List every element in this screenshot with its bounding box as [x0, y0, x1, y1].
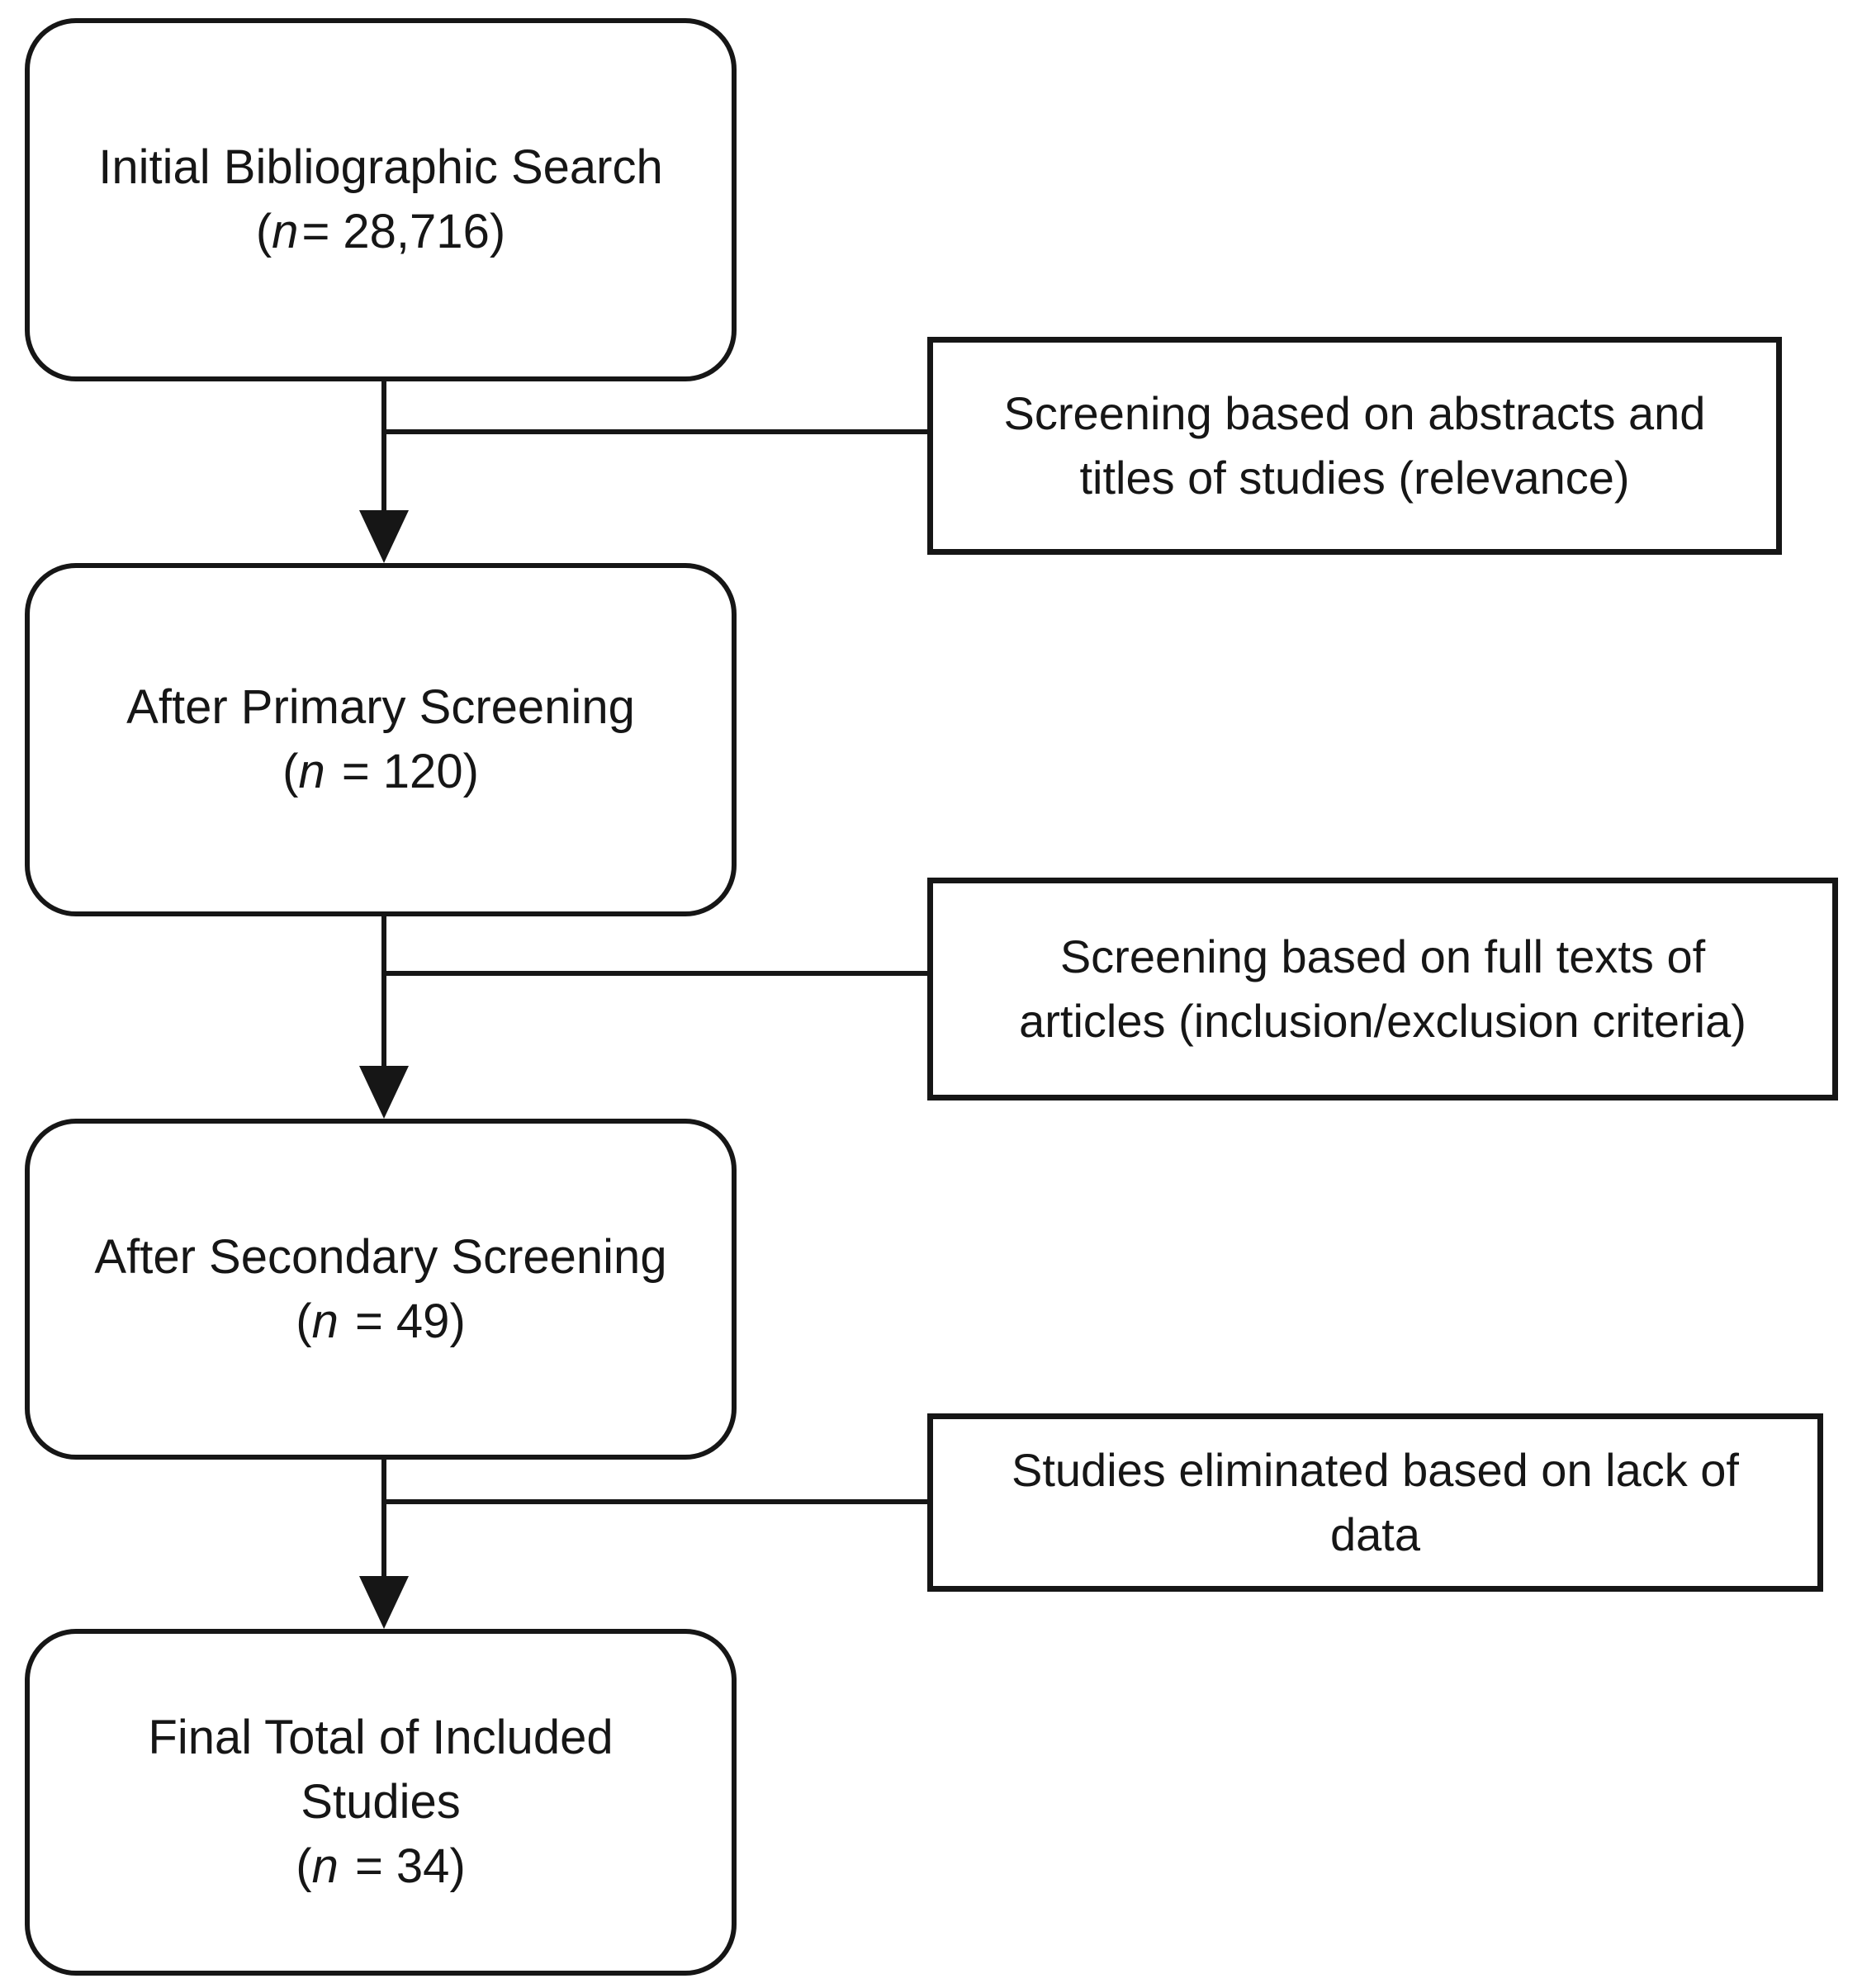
side-box-label-line: titles of studies (relevance) — [1079, 452, 1630, 504]
count-open: ( — [255, 205, 272, 258]
count-rest: = 120) — [328, 745, 479, 798]
side-box-label-line: Screening based on full texts of — [1059, 930, 1706, 982]
count-open: ( — [296, 1294, 312, 1348]
side-box-label-line: articles (inclusion/exclusion criteria) — [1019, 995, 1746, 1047]
connector-line-1 — [381, 380, 386, 514]
count-rest: = 34) — [341, 1839, 466, 1893]
side-box-lack-of-data-elimination: Studies eliminated based on lack of data — [927, 1413, 1823, 1592]
box-label-line: Initial Bibliographic Search — [98, 140, 663, 195]
side-box-abstract-title-screening: Screening based on abstracts and titles … — [927, 337, 1782, 555]
arrowhead-down-icon — [359, 1066, 409, 1119]
flow-box-final-included-studies: Final Total of Included Studies (n = 34) — [25, 1629, 737, 1976]
count-n-symbol: n — [311, 1839, 339, 1893]
count-n-symbol: n — [311, 1294, 339, 1348]
side-box-label-line: Studies eliminated based on lack of — [1012, 1443, 1739, 1496]
flow-box-after-secondary-screening: After Secondary Screening (n = 49) — [25, 1119, 737, 1460]
side-box-label-line: Screening based on abstracts and — [1003, 386, 1706, 439]
branch-line-3 — [384, 1499, 931, 1504]
box-count: (n = 34) — [296, 1834, 466, 1899]
branch-line-2 — [384, 971, 931, 976]
branch-line-1 — [384, 429, 931, 434]
count-n-symbol: n — [298, 745, 325, 798]
arrowhead-down-icon — [359, 510, 409, 563]
count-open: ( — [296, 1839, 312, 1893]
flow-box-initial-bibliographic-search: Initial Bibliographic Search (n= 28,716) — [25, 18, 737, 381]
count-rest: = 28,716) — [301, 205, 506, 258]
count-rest: = 49) — [341, 1294, 466, 1348]
box-count: (n = 49) — [296, 1290, 466, 1354]
box-label-line: Studies — [301, 1775, 461, 1829]
flow-box-after-primary-screening: After Primary Screening (n = 120) — [25, 563, 737, 916]
arrowhead-down-icon — [359, 1576, 409, 1629]
box-count: (n= 28,716) — [256, 200, 505, 264]
box-label-line: Final Total of Included — [148, 1711, 614, 1765]
count-open: ( — [282, 745, 299, 798]
side-box-full-text-screening: Screening based on full texts of article… — [927, 878, 1838, 1100]
connector-line-3 — [381, 1458, 386, 1578]
side-box-label-line: data — [1330, 1508, 1420, 1560]
box-label-line: After Secondary Screening — [94, 1229, 667, 1284]
connector-line-2 — [381, 915, 386, 1067]
box-label-line: After Primary Screening — [126, 680, 635, 735]
box-count: (n = 120) — [282, 740, 479, 804]
count-n-symbol: n — [272, 205, 299, 258]
